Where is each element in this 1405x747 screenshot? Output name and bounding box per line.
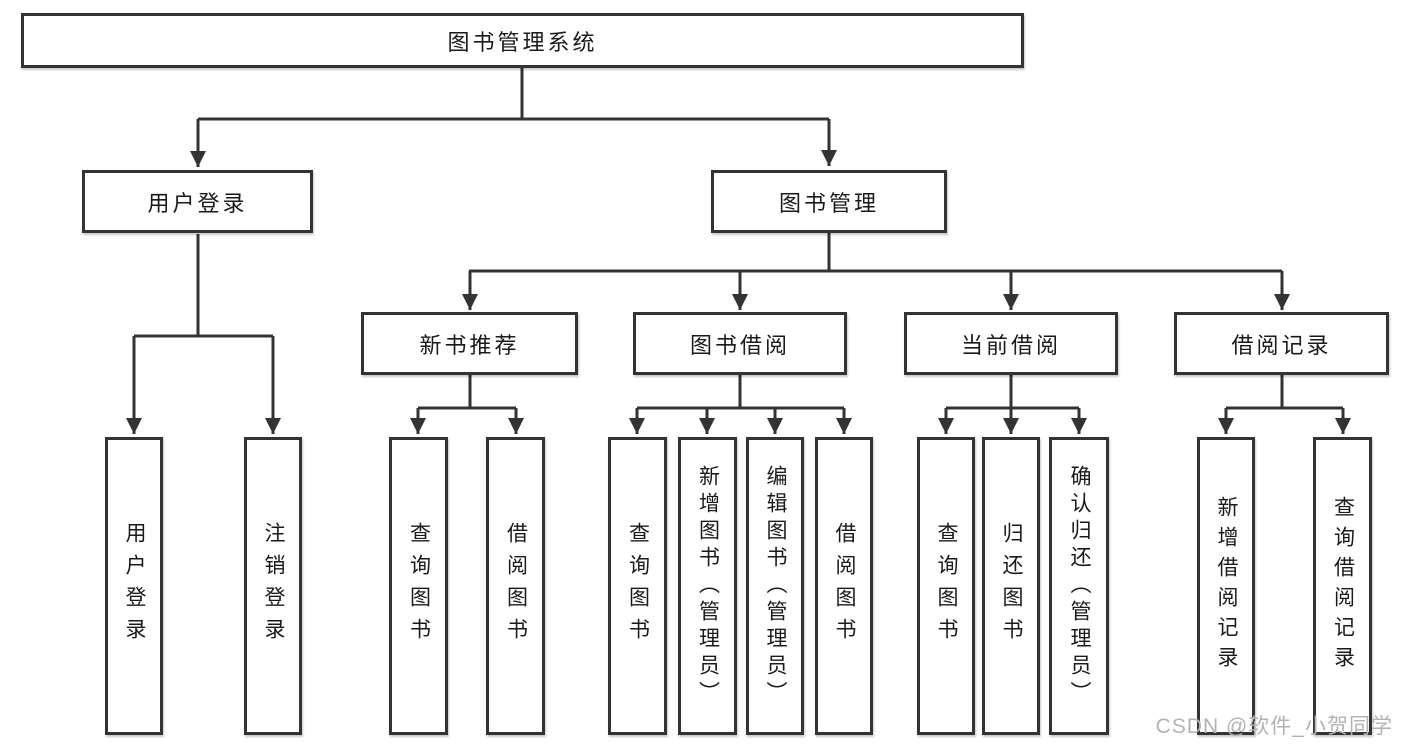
node-label: 新书推荐 (419, 332, 520, 358)
leaf-logout: 注销登录 (244, 437, 302, 735)
node-borrow-records: 借阅记录 (1174, 312, 1389, 375)
leaf-borrow-query-books: 查询图书 (608, 437, 667, 735)
node-new-book-recommend: 新书推荐 (361, 312, 578, 375)
leaf-current-query-books: 查询图书 (917, 437, 975, 735)
leaf-newbook-borrow-books: 借阅图书 (486, 437, 545, 735)
node-label: 图书管理 (778, 190, 879, 216)
node-label: 当前借阅 (960, 332, 1061, 358)
leaf-label: 借阅图书 (504, 522, 528, 650)
node-user-login: 用户登录 (82, 170, 313, 233)
leaf-label: 新增图书（管理员） (696, 464, 720, 708)
leaf-label: 查询图书 (935, 522, 958, 650)
node-label: 用户登录 (147, 190, 248, 216)
leaf-label: 借阅图书 (833, 522, 856, 650)
leaf-label: 查询图书 (407, 522, 431, 650)
csdn-watermark: CSDN @软件_小贺同学 (1155, 715, 1393, 738)
leaf-label: 归还图书 (1000, 522, 1023, 650)
node-book-management: 图书管理 (711, 170, 947, 233)
leaf-label: 注销登录 (262, 522, 285, 650)
leaf-current-return-books: 归还图书 (982, 437, 1040, 735)
leaf-records-query-borrow-record: 查询借阅记录 (1313, 437, 1372, 735)
leaf-label: 新增借阅记录 (1215, 496, 1238, 676)
node-label: 图书管理系统 (447, 29, 598, 55)
node-root-system: 图书管理系统 (21, 13, 1024, 68)
leaf-label: 确认归还（管理员） (1068, 464, 1091, 708)
leaf-borrow-borrow-books: 借阅图书 (815, 437, 873, 735)
leaf-user-login: 用户登录 (105, 437, 163, 735)
leaf-label: 查询图书 (626, 522, 650, 650)
leaf-newbook-query-books: 查询图书 (389, 437, 448, 735)
leaf-label: 用户登录 (123, 522, 146, 650)
node-current-borrow: 当前借阅 (904, 312, 1118, 375)
leaf-current-confirm-return-admin: 确认归还（管理员） (1049, 437, 1109, 735)
node-label: 图书借阅 (689, 332, 790, 358)
leaf-borrow-edit-books-admin: 编辑图书（管理员） (746, 437, 804, 735)
leaf-label: 编辑图书（管理员） (764, 464, 787, 708)
leaf-records-add-borrow-record: 新增借阅记录 (1197, 437, 1255, 735)
leaf-label: 查询借阅记录 (1331, 496, 1355, 676)
leaf-borrow-add-books-admin: 新增图书（管理员） (678, 437, 737, 735)
node-book-borrow: 图书借阅 (633, 312, 847, 375)
node-label: 借阅记录 (1231, 332, 1332, 358)
